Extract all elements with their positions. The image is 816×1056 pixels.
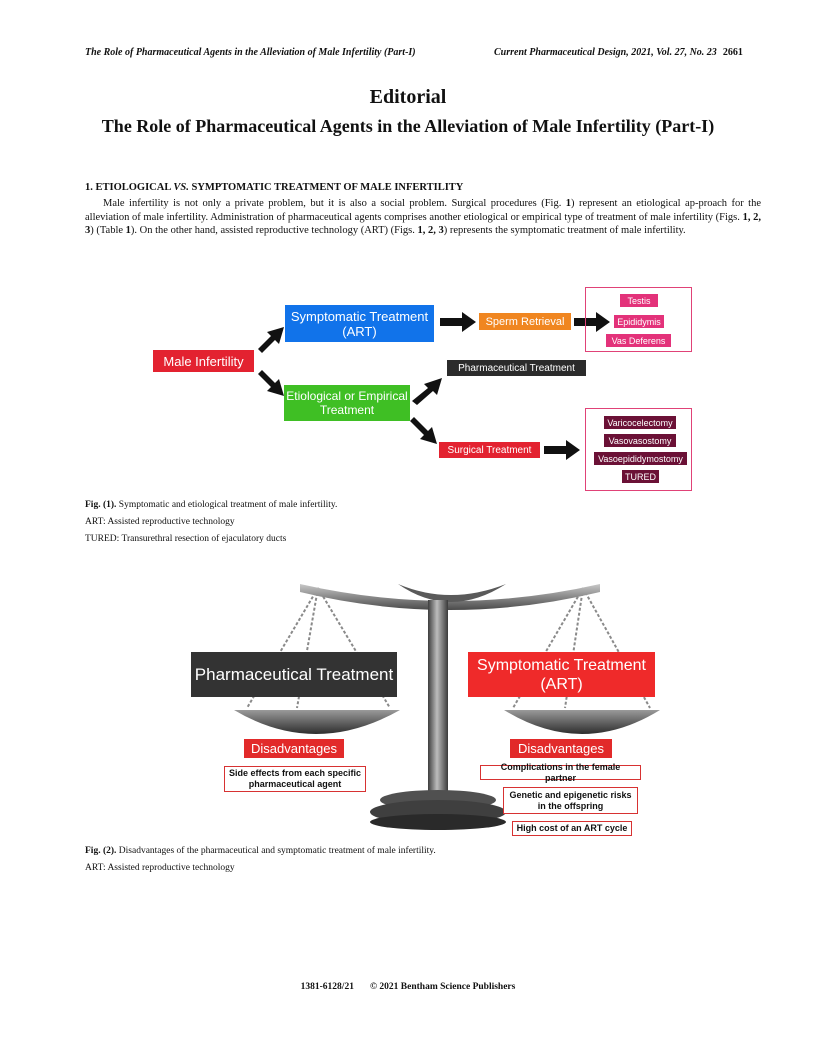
running-head-journal: Current Pharmaceutical Design, 2021, Vol… bbox=[494, 47, 743, 58]
symptomatic-treatment-box: Symptomatic Treatment (ART) bbox=[285, 305, 434, 342]
retrieval-sites-frame bbox=[585, 287, 692, 352]
retrieval-site-tag: Vas Deferens bbox=[606, 334, 671, 347]
figure-1-abbrev: TURED: Transurethral resection of ejacul… bbox=[85, 534, 287, 544]
arrow-right-icon bbox=[574, 312, 610, 332]
disadvantage-note: High cost of an ART cycle bbox=[512, 821, 632, 836]
disadvantages-label: Disadvantages bbox=[510, 739, 612, 758]
section-heading: 1. ETIOLOGICAL VS. SYMPTOMATIC TREATMENT… bbox=[85, 182, 463, 193]
caption-label: Fig. (1). bbox=[85, 500, 117, 510]
figure-2-abbrev: ART: Assisted reproductive technology bbox=[85, 863, 235, 873]
caption-label: Fig. (2). bbox=[85, 846, 117, 856]
disadvantage-note: Complications in the female partner bbox=[480, 762, 641, 783]
pharmaceutical-treatment-box: Pharmaceutical Treatment bbox=[447, 360, 586, 376]
figure-ref: 1, 2, 3 bbox=[85, 211, 761, 237]
section-heading-vs: VS. bbox=[173, 182, 189, 193]
sperm-retrieval-box: Sperm Retrieval bbox=[479, 313, 571, 330]
figure-1-caption: Fig. (1). Symptomatic and etiological tr… bbox=[85, 500, 337, 510]
pharmaceutical-treatment-title: Pharmaceutical Treatment bbox=[191, 652, 397, 697]
text-run: ) (Table bbox=[90, 225, 126, 236]
surgery-tag: Vasoepididymostomy bbox=[594, 452, 687, 465]
page-number: 2661 bbox=[722, 47, 743, 58]
surgery-tag: Vasovasostomy bbox=[604, 434, 676, 447]
section-heading-part: SYMPTOMATIC TREATMENT OF MALE INFERTILIT… bbox=[188, 182, 464, 193]
figure-2-caption: Fig. (2). Disadvantages of the pharmaceu… bbox=[85, 846, 436, 856]
male-infertility-box: Male Infertility bbox=[153, 350, 254, 372]
arrow-right-icon bbox=[440, 312, 476, 332]
arrow-down-right-icon bbox=[258, 370, 284, 396]
text-run: Male infertility is not only a private p… bbox=[103, 198, 566, 209]
side-effects-note: Side effects from each specific pharmace… bbox=[224, 766, 366, 792]
arrow-down-right-icon bbox=[410, 417, 437, 444]
arrow-right-icon bbox=[544, 440, 580, 460]
retrieval-site-tag: Testis bbox=[620, 294, 658, 307]
figure-ref: 1 bbox=[565, 198, 572, 209]
arrow-up-right-icon bbox=[412, 378, 442, 405]
section-heading-part: 1. ETIOLOGICAL bbox=[85, 182, 174, 193]
surgeries-frame bbox=[585, 408, 692, 491]
arrow-up-right-icon bbox=[258, 327, 284, 353]
text-run: ) represents the symptomatic treatment o… bbox=[443, 225, 686, 236]
text-run: ). On the other hand, assisted reproduct… bbox=[130, 225, 418, 236]
caption-text: Symptomatic and etiological treatment of… bbox=[116, 500, 338, 510]
body-paragraph: Male infertility is not only a private p… bbox=[85, 197, 761, 238]
etiological-treatment-box: Etiological or Empirical Treatment bbox=[284, 385, 410, 421]
disadvantages-label: Disadvantages bbox=[244, 739, 344, 758]
page-footer: 1381-6128/21 © 2021 Bentham Science Publi… bbox=[0, 982, 816, 992]
figure-ref: 1, 2, 3 bbox=[417, 225, 444, 236]
surgical-treatment-box: Surgical Treatment bbox=[439, 442, 540, 458]
journal-citation: Current Pharmaceutical Design, 2021, Vol… bbox=[494, 47, 717, 58]
disadvantage-note: Genetic and epigenetic risks in the offs… bbox=[503, 787, 638, 814]
retrieval-site-tag: Epididymis bbox=[614, 315, 664, 328]
caption-text: Disadvantages of the pharmaceutical and … bbox=[116, 846, 436, 856]
surgery-tag: Varicocelectomy bbox=[604, 416, 676, 429]
editorial-label: Editorial bbox=[369, 86, 447, 108]
copyright: © 2021 Bentham Science Publishers bbox=[369, 982, 516, 992]
page-title: The Role of Pharmaceutical Agents in the… bbox=[101, 116, 715, 136]
symptomatic-treatment-title: Symptomatic Treatment (ART) bbox=[468, 652, 655, 697]
text-run: ) represent an etiological ap-proach for… bbox=[85, 198, 761, 223]
running-head-title: The Role of Pharmaceutical Agents in the… bbox=[85, 47, 416, 58]
table-ref: 1 bbox=[125, 225, 131, 236]
surgery-tag: TURED bbox=[622, 470, 659, 483]
issn-code: 1381-6128/21 bbox=[300, 982, 354, 992]
figure-1-abbrev: ART: Assisted reproductive technology bbox=[85, 517, 235, 527]
